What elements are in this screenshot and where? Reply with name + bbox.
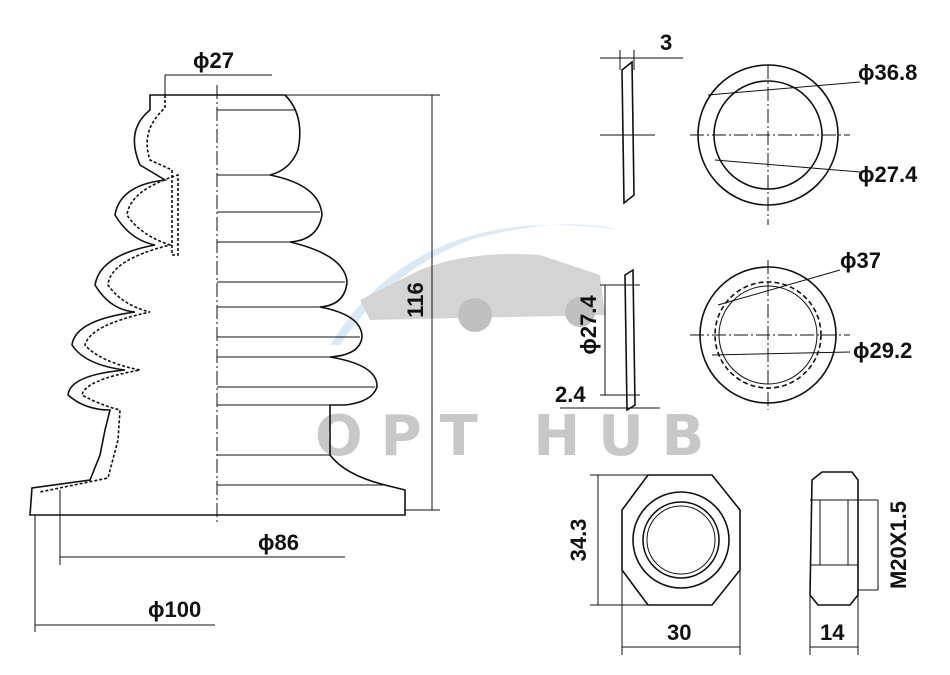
dim-washer-2-thickness: 2.4	[555, 382, 586, 407]
dim-boot-top-diameter: ϕ27	[193, 48, 234, 73]
dim-boot-height: 116	[403, 282, 428, 318]
watermark: OPT HUB	[315, 224, 722, 469]
dim-washer-2-side-diameter: ϕ27.4	[576, 295, 601, 355]
dim-washer-2-outer: ϕ37	[840, 248, 881, 273]
dim-washer-1-inner: ϕ27.4	[858, 162, 918, 187]
dim-washer-2-inner: ϕ29.2	[853, 338, 912, 363]
washer-1-drawing: 3 ϕ36.8 ϕ27.4	[600, 30, 918, 225]
cv-boot-drawing: ϕ27 116 ϕ86 ϕ100	[29, 48, 440, 632]
dim-washer-1-outer: ϕ36.8	[858, 60, 917, 85]
nut-drawing: 34.3 30 M20X1.5 14	[566, 471, 911, 655]
dim-nut-thread: M20X1.5	[886, 501, 911, 589]
washer-2-drawing: ϕ27.4 2.4 ϕ37 ϕ29.2	[555, 248, 912, 412]
dim-nut-width: 30	[667, 620, 691, 645]
dim-nut-height: 34.3	[566, 519, 591, 562]
dim-washer-1-thickness: 3	[660, 30, 672, 55]
dim-boot-inner-diameter: ϕ86	[258, 530, 299, 555]
car-logo-icon	[360, 254, 605, 320]
dim-nut-thickness: 14	[820, 620, 845, 645]
dim-boot-outer-diameter: ϕ100	[148, 597, 201, 622]
watermark-text: OPT HUB	[315, 404, 722, 469]
